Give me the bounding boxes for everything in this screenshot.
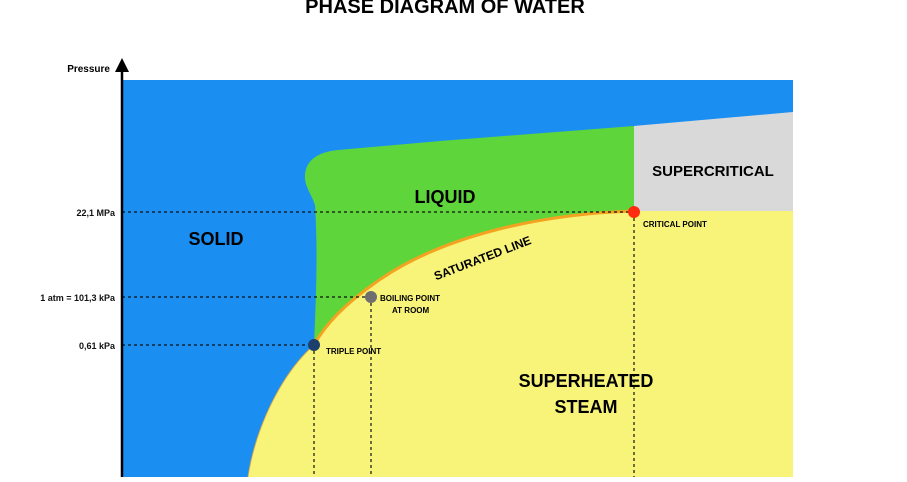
critical-point-label: CRITICAL POINT xyxy=(643,220,707,229)
triple-point-marker xyxy=(308,339,320,351)
boiling-point-marker xyxy=(365,291,377,303)
diagram-title: PHASE DIAGRAM OF WATER xyxy=(305,0,585,18)
boiling-point-label-line2: AT ROOM xyxy=(392,306,430,315)
tick-critical-pressure: 22,1 MPa xyxy=(76,208,116,218)
supercritical-label: SUPERCRITICAL xyxy=(652,163,774,180)
tick-atmospheric-pressure: 1 atm = 101,3 kPa xyxy=(40,293,116,303)
liquid-region xyxy=(304,126,634,345)
solid-label: SOLID xyxy=(188,229,243,249)
critical-point-marker xyxy=(628,206,640,218)
tick-triple-pressure: 0,61 kPa xyxy=(79,341,116,351)
saturated-line xyxy=(312,209,635,346)
steam-label-line1: SUPERHEATED xyxy=(519,371,654,391)
saturated-line-lower xyxy=(247,344,315,478)
triple-point-label: TRIPLE POINT xyxy=(326,347,381,356)
liquid-label: LIQUID xyxy=(415,187,476,207)
boiling-point-label-line1: BOILING POINT xyxy=(380,294,440,303)
steam-label-line2: STEAM xyxy=(555,397,618,417)
supercritical-region xyxy=(634,112,793,211)
y-axis-arrow xyxy=(115,58,129,72)
y-axis-label: Pressure xyxy=(67,64,110,75)
